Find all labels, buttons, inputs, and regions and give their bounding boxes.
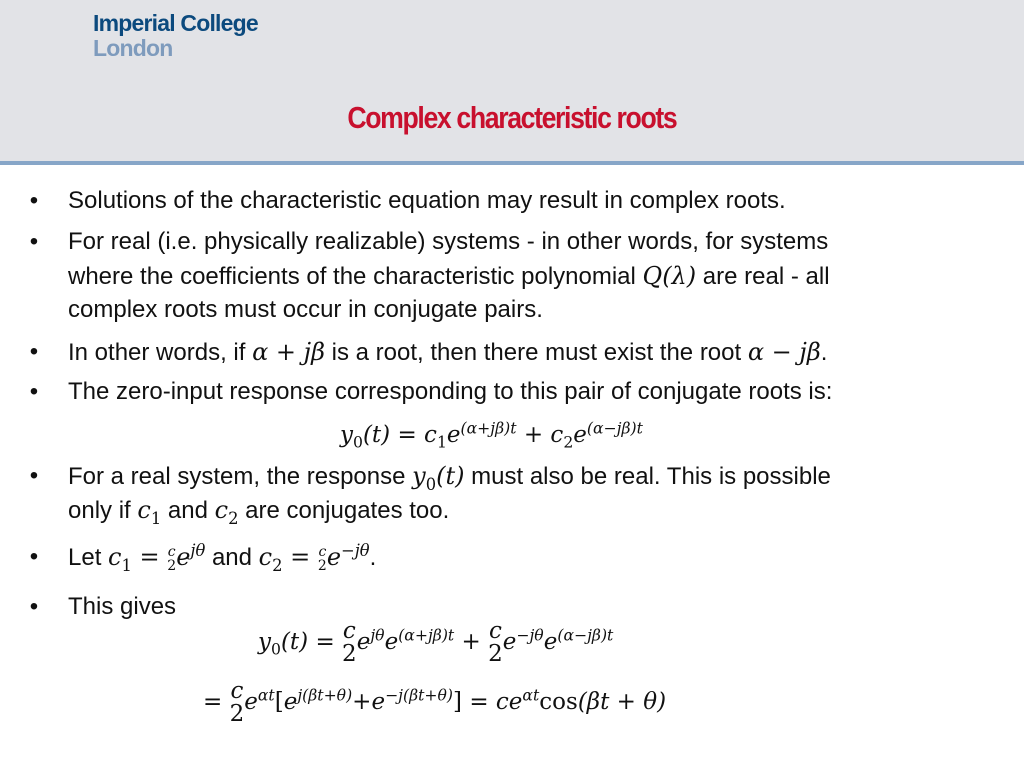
text: . xyxy=(369,544,377,571)
bullet-2-line-1: For real (i.e. physically realizable) sy… xyxy=(68,228,829,255)
logo-line-2: London xyxy=(93,35,173,61)
text: are real - all xyxy=(696,263,830,290)
logo-line-1: Imperial College xyxy=(93,10,259,36)
y0-math: y0(t) xyxy=(412,462,465,494)
slide-title: Complex characteristic roots xyxy=(347,100,677,135)
text: For a real system, the response xyxy=(68,463,413,490)
text: In other words, if xyxy=(68,339,253,366)
bullet-icon: • xyxy=(29,462,39,489)
c1-math: c1 xyxy=(137,496,162,528)
text: is a root, then there must exist the roo… xyxy=(324,339,748,366)
text: are conjugates too. xyxy=(238,497,450,524)
text: only if xyxy=(68,497,138,524)
text: and xyxy=(161,497,215,524)
slide-header: Imperial College London Complex characte… xyxy=(0,0,1024,162)
bullet-icon: • xyxy=(29,228,39,255)
text: where the coefficients of the characteri… xyxy=(68,263,643,290)
equation-zero-input-response: y0(t) = c1e(α+jβ)t + c2e(α−jβ)t xyxy=(340,418,643,452)
bullet-icon: • xyxy=(29,378,39,405)
bullet-icon: • xyxy=(29,593,39,620)
text: and xyxy=(205,544,259,571)
bullet-5-line-2: only if c1 and c2 are conjugates too. xyxy=(68,493,449,528)
bullet-icon: • xyxy=(29,338,39,365)
bullet-4-text: The zero-input response corresponding to… xyxy=(68,378,833,405)
bullet-3-text: In other words, if α + jβ is a root, the… xyxy=(68,335,827,370)
imperial-college-logo: Imperial College London xyxy=(93,10,259,61)
text: Let xyxy=(68,544,109,571)
q-lambda-math: Q(λ) xyxy=(642,262,697,290)
bullet-2-line-2: where the coefficients of the characteri… xyxy=(68,259,830,294)
text: must also be real. This is possible xyxy=(464,463,831,490)
bullet-icon: • xyxy=(29,543,39,570)
bullet-2-line-3: complex roots must occur in conjugate pa… xyxy=(68,296,543,323)
root-minus-math: α − jβ xyxy=(747,338,821,366)
bullet-7-text: This gives xyxy=(68,593,177,620)
bullet-5-line-1: For a real system, the response y0(t) mu… xyxy=(68,459,831,494)
bullet-1-text: Solutions of the characteristic equation… xyxy=(68,187,786,214)
root-plus-math: α + jβ xyxy=(252,338,325,366)
bullet-icon: • xyxy=(29,187,39,214)
c2-math: c2 xyxy=(214,496,239,528)
header-divider xyxy=(0,161,1024,165)
text: . xyxy=(820,339,828,366)
